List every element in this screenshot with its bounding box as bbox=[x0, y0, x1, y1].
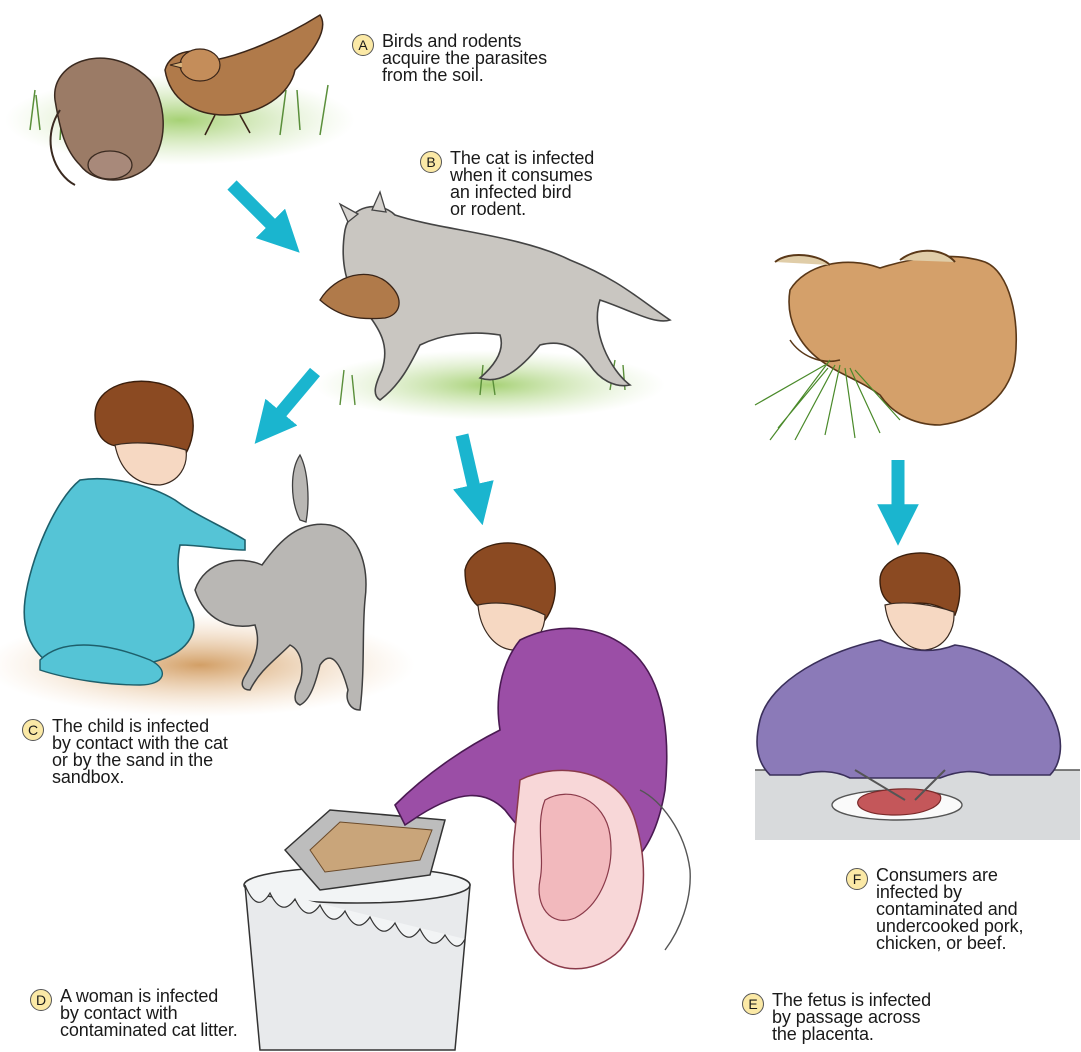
step-a-label: A Birds and rodents acquire the parasite… bbox=[352, 33, 547, 84]
step-b-badge: B bbox=[420, 151, 442, 173]
consumer-sweater bbox=[757, 640, 1060, 778]
step-e-badge: E bbox=[742, 993, 764, 1015]
scene-b-cat bbox=[315, 192, 670, 420]
grass-patch-b bbox=[315, 350, 665, 420]
step-d-label: D A woman is infected by contact with co… bbox=[30, 988, 238, 1039]
arrow-b-to-c bbox=[268, 372, 315, 428]
child-face bbox=[115, 443, 186, 485]
step-b-text: The cat is infected when it consumes an … bbox=[450, 150, 594, 218]
arrow-a-to-b bbox=[232, 185, 285, 238]
step-a-badge: A bbox=[352, 34, 374, 56]
arrow-b-to-d bbox=[462, 435, 478, 505]
scene-a-bird-rodent bbox=[5, 15, 355, 185]
consumer-face bbox=[885, 603, 954, 650]
step-c-text: The child is infected by contact with th… bbox=[52, 718, 228, 786]
step-d-badge: D bbox=[30, 989, 52, 1011]
step-c-badge: C bbox=[22, 719, 44, 741]
scene-f-cow bbox=[755, 251, 1016, 440]
scene-f-consumer bbox=[755, 553, 1080, 840]
cow-icon bbox=[789, 256, 1016, 425]
step-f-text: Consumers are infected by contaminated a… bbox=[876, 867, 1023, 952]
step-e-label: E The fetus is infected by passage acros… bbox=[742, 992, 931, 1043]
step-f-label: F Consumers are infected by contaminated… bbox=[846, 867, 1023, 952]
scene-c-child-cat bbox=[0, 381, 415, 717]
step-b-label: B The cat is infected when it consumes a… bbox=[420, 150, 594, 218]
step-d-text: A woman is infected by contact with cont… bbox=[60, 988, 238, 1039]
step-e-text: The fetus is infected by passage across … bbox=[772, 992, 931, 1043]
step-f-badge: F bbox=[846, 868, 868, 890]
step-c-label: C The child is infected by contact with … bbox=[22, 718, 228, 786]
step-a-text: Birds and rodents acquire the parasites … bbox=[382, 33, 547, 84]
